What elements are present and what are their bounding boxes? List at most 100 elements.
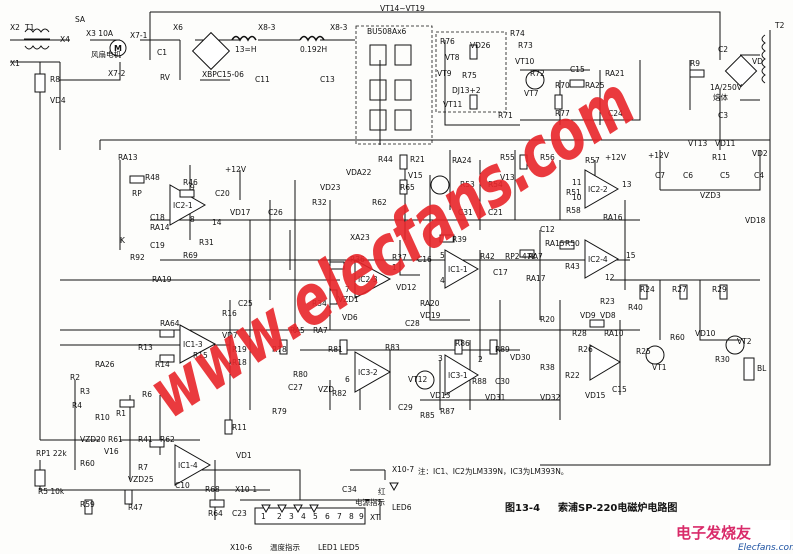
label-r65: R65 xyxy=(400,183,415,192)
label-r23: R23 xyxy=(600,297,615,306)
ic-pin-5: 5 xyxy=(440,251,445,260)
label-led5: LED5 xyxy=(340,543,360,552)
label-led6: LED6 xyxy=(392,503,412,512)
label-c28: C28 xyxy=(405,319,420,328)
ic-pin-10: 10 xyxy=(572,193,582,202)
label-vd19: VD19 xyxy=(420,311,441,320)
label-r48: R48 xyxy=(145,173,160,182)
label-ra16: RA16 xyxy=(603,213,623,222)
label-vd1: VD1 xyxy=(236,451,252,460)
label-dj13: DJ13+2 xyxy=(452,86,481,95)
label-vd13: VD13 xyxy=(430,391,451,400)
component-labels: X2 T1 X4 SA X3 10A X6 X8-3 X8-3 VT14~VT1… xyxy=(10,4,785,552)
label-c27: C27 xyxy=(288,383,303,392)
buzzer xyxy=(743,357,755,381)
label-x10-1: X10-1 xyxy=(235,485,257,494)
label-vd30: VD30 xyxy=(510,353,531,362)
inductor-l1 xyxy=(231,35,257,42)
label-x1: X1 xyxy=(10,59,20,68)
label-c2: C2 xyxy=(718,45,728,54)
label-x7-1: X7-1 xyxy=(130,31,148,40)
label-r44: R44 xyxy=(378,155,393,164)
label-r42: R42 xyxy=(480,252,495,261)
label-r70: R70 xyxy=(555,81,570,90)
label-r72: R72 xyxy=(530,69,545,78)
label-v15: V15 xyxy=(408,171,423,180)
pin-4: 4 xyxy=(301,512,306,521)
label-fuse2: 熔体 xyxy=(713,92,728,102)
label-r83: R83 xyxy=(385,343,400,352)
label-vzd: VZD xyxy=(318,385,334,394)
label-r1: R1 xyxy=(116,409,126,418)
label-vt8: VT8 xyxy=(445,53,460,62)
elecfans-logo: 电子发烧友 Elecfans.com xyxy=(670,520,793,553)
label-vt13: VT13 xyxy=(688,139,707,148)
label-c3: C3 xyxy=(718,111,728,120)
label-r26: R26 xyxy=(578,345,593,354)
igbt-module xyxy=(355,25,433,145)
label-c5: C5 xyxy=(720,171,730,180)
label-red: 红 xyxy=(378,486,386,496)
ic-pin-7: 7 xyxy=(345,285,350,294)
label-led-power: 电源指示 xyxy=(355,497,385,507)
ic-pin-13: 13 xyxy=(622,180,632,189)
ic-pin-15: 15 xyxy=(626,251,636,260)
label-k: K xyxy=(120,236,126,245)
label-t1: T1 xyxy=(24,23,35,32)
label-xt: XT xyxy=(370,513,380,522)
label-r40: R40 xyxy=(628,303,643,312)
label-rp2: RP2 47k xyxy=(505,252,536,261)
figure-caption-number: 图13-4 xyxy=(505,502,540,514)
label-r39: R39 xyxy=(452,235,467,244)
label-vd11: VD11 xyxy=(715,139,736,148)
label-ra64: RA64 xyxy=(160,319,180,328)
label-r13: R13 xyxy=(138,343,153,352)
label-igbt: BU508Ax6 xyxy=(367,27,407,36)
op-amp-ic1-4 xyxy=(174,444,212,486)
op-amp-ic1-3 xyxy=(179,324,217,364)
op-amp-ic1-1 xyxy=(444,249,480,289)
label-r68: R68 xyxy=(205,485,220,494)
label-v13: V13 xyxy=(500,173,515,182)
ic-pin-3: 3 xyxy=(438,354,443,363)
label-c18: C18 xyxy=(150,213,165,222)
label-r46: R46 xyxy=(183,178,198,187)
label-r86: R86 xyxy=(455,339,470,348)
label-c23: C23 xyxy=(232,509,247,518)
label-rp: RP xyxy=(132,189,142,198)
label-r36: R36 xyxy=(350,255,365,264)
label-r28: R28 xyxy=(572,329,587,338)
label-c21: C21 xyxy=(488,208,503,217)
label-vd6: VD6 xyxy=(342,313,358,322)
ic-pin-6: 6 xyxy=(345,375,350,384)
label-v16: V16 xyxy=(104,447,119,456)
ic-pin-12: 12 xyxy=(605,273,615,282)
pin-5: 5 xyxy=(313,512,318,521)
ic-pin-4: 4 xyxy=(440,276,445,285)
ic-pin-9: 9 xyxy=(190,183,195,192)
label-c10: C10 xyxy=(175,481,190,490)
label-r27: R27 xyxy=(672,285,687,294)
label-c15: C15 xyxy=(570,65,585,74)
label-vd32: VD32 xyxy=(540,393,561,402)
inductor-l2 xyxy=(299,35,325,42)
label-x3: X3 10A xyxy=(86,29,114,38)
label-vd10: VD10 xyxy=(695,329,716,338)
label-r71: R71 xyxy=(498,111,513,120)
label-vd12: VD12 xyxy=(396,283,417,292)
label-c30: C30 xyxy=(495,377,510,386)
label-ra20: RA20 xyxy=(420,299,440,308)
label-r47: R47 xyxy=(128,503,143,512)
label-bridge: XBPC15-06 xyxy=(202,70,244,79)
label-r14: R14 xyxy=(155,360,170,369)
label-r61: R61 xyxy=(108,435,123,444)
label-c6: C6 xyxy=(683,171,693,180)
label-r59: R59 xyxy=(80,500,95,509)
label-r18: R18 xyxy=(232,358,247,367)
pin-1: 1 xyxy=(261,512,266,521)
label-r54: R54 xyxy=(488,180,503,189)
label-c34: C34 xyxy=(342,485,357,494)
label-c15b: C15 xyxy=(612,385,627,394)
label-c29: C29 xyxy=(398,403,413,412)
label-r77: R77 xyxy=(555,109,570,118)
